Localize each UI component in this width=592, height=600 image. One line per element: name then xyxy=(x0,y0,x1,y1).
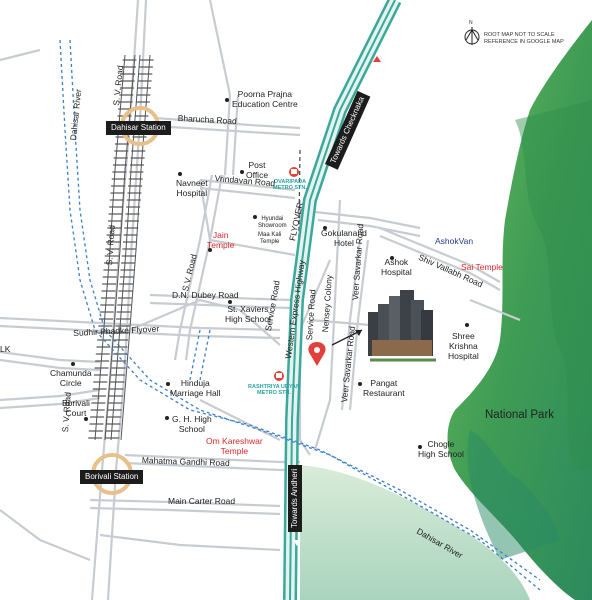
scale-note-line1: ROOT MAP NOT TO SCALE xyxy=(484,32,555,38)
ashok-hospital-text: Ashok Hospital xyxy=(381,257,412,277)
dn-dubey-road-label: D.N. Dubey Road xyxy=(172,290,239,300)
borivali-court-text: Borivali Court xyxy=(62,398,90,418)
pangat-dot xyxy=(358,382,362,386)
jain-temple-label: Jain Temple xyxy=(207,230,234,250)
scale-note-line2: REFERENCE IN GOOGLE MAP xyxy=(484,39,564,45)
chamunda-text: Chamunda Circle xyxy=(50,368,92,388)
post-office-dot xyxy=(240,170,244,174)
project-building-illustration xyxy=(368,290,436,362)
hyundai-dot xyxy=(253,215,257,219)
dahisar-river xyxy=(59,39,541,591)
gokulanand-label: Gokulanand Hotel xyxy=(321,228,367,248)
st-xaviers-label: St. Xaviers High School xyxy=(225,304,271,324)
navneet-text: Navneet Hospital xyxy=(176,178,208,198)
chogle-text: Chogle High School xyxy=(418,439,464,459)
pangat-text: Pangat Restaurant xyxy=(363,378,405,398)
om-kareshwar-text: Om Kareshwar Temple xyxy=(206,436,263,456)
hyundai-label: Hyundai Showroom xyxy=(258,216,287,230)
hyundai-text: Hyundai Showroom xyxy=(258,216,287,229)
chamunda-label: Chamunda Circle xyxy=(50,368,92,388)
main-carter-road-label: Main Carter Road xyxy=(168,496,236,506)
jain-temple-dot xyxy=(208,248,212,252)
partial-left-label: LK xyxy=(0,344,11,354)
gokulanand-dot xyxy=(323,226,327,230)
metro-icon-ovaripada xyxy=(289,167,299,177)
sai-temple-label: Sai Temple xyxy=(461,262,503,272)
maa-kali-text: Maa Kali Temple xyxy=(258,232,282,245)
rashtriya-metro-text: RASHTRIYA UDYAN METRO STN. xyxy=(248,384,300,396)
ovaripada-metro-text: OVARIPADA METRO STN. xyxy=(273,179,307,191)
ovaripada-metro-label: OVARIPADA METRO STN. xyxy=(273,179,307,191)
st-xaviers-dot xyxy=(228,300,232,304)
shree-krishna-text: Shree Krishna Hospital xyxy=(448,331,479,361)
gh-high-text: G. H. High School xyxy=(172,414,212,434)
ashok-hospital-label: Ashok Hospital xyxy=(381,257,412,277)
national-park-label: National Park xyxy=(485,409,555,421)
project-location-marker xyxy=(308,342,326,366)
rashtriya-metro-label: RASHTRIYA UDYAN METRO STN. xyxy=(248,384,300,396)
hinduja-dot xyxy=(166,382,170,386)
park-lower-area xyxy=(300,465,530,600)
borivali-court-dot xyxy=(84,417,88,421)
scale-note: ROOT MAP NOT TO SCALE REFERENCE IN GOOGL… xyxy=(484,32,564,46)
ashok-hospital-dot xyxy=(390,256,394,260)
borivali-station-label: Borivali Station xyxy=(80,470,144,484)
western-express-highway xyxy=(283,0,402,600)
towards-andheri-label: Towards Andheri xyxy=(288,464,302,532)
poorna-prajna-dot xyxy=(225,98,229,102)
post-office-text: Post Office xyxy=(246,160,269,180)
shree-krishna-dot xyxy=(465,323,469,327)
hinduja-text: Hinduja Marriage Hall xyxy=(170,378,221,398)
st-xaviers-text: St. Xaviers High School xyxy=(225,304,271,324)
shree-krishna-label: Shree Krishna Hospital xyxy=(448,331,479,361)
gh-high-dot xyxy=(165,416,169,420)
gh-high-label: G. H. High School xyxy=(172,414,212,434)
borivali-court-label: Borivali Court xyxy=(62,398,90,418)
gokulanand-text: Gokulanand Hotel xyxy=(321,228,367,248)
metro-icon-rashtriya xyxy=(274,371,284,381)
poorna-prajna-label: Poorna Prajna Education Centre xyxy=(232,89,298,109)
dahisar-station-label: Dahisar Station xyxy=(106,121,171,135)
railway-ties xyxy=(88,59,154,439)
chogle-label: Chogle High School xyxy=(418,439,464,459)
poorna-prajna-text: Poorna Prajna Education Centre xyxy=(232,89,298,109)
maa-kali-label: Maa Kali Temple xyxy=(258,232,281,246)
chogle-dot xyxy=(418,445,422,449)
north-arrow-symbol xyxy=(464,27,480,45)
ashokvan-label: AshokVan xyxy=(435,236,474,246)
post-office-label: Post Office xyxy=(246,160,268,180)
hinduja-label: Hinduja Marriage Hall xyxy=(170,378,221,398)
navneet-dot xyxy=(178,172,182,176)
navneet-label: Navneet Hospital xyxy=(176,178,208,198)
chamunda-dot xyxy=(71,362,75,366)
north-letter: N xyxy=(469,20,473,26)
jain-temple-text: Jain Temple xyxy=(207,230,235,250)
om-kareshwar-label: Om Kareshwar Temple xyxy=(206,436,263,456)
pangat-label: Pangat Restaurant xyxy=(363,378,405,398)
